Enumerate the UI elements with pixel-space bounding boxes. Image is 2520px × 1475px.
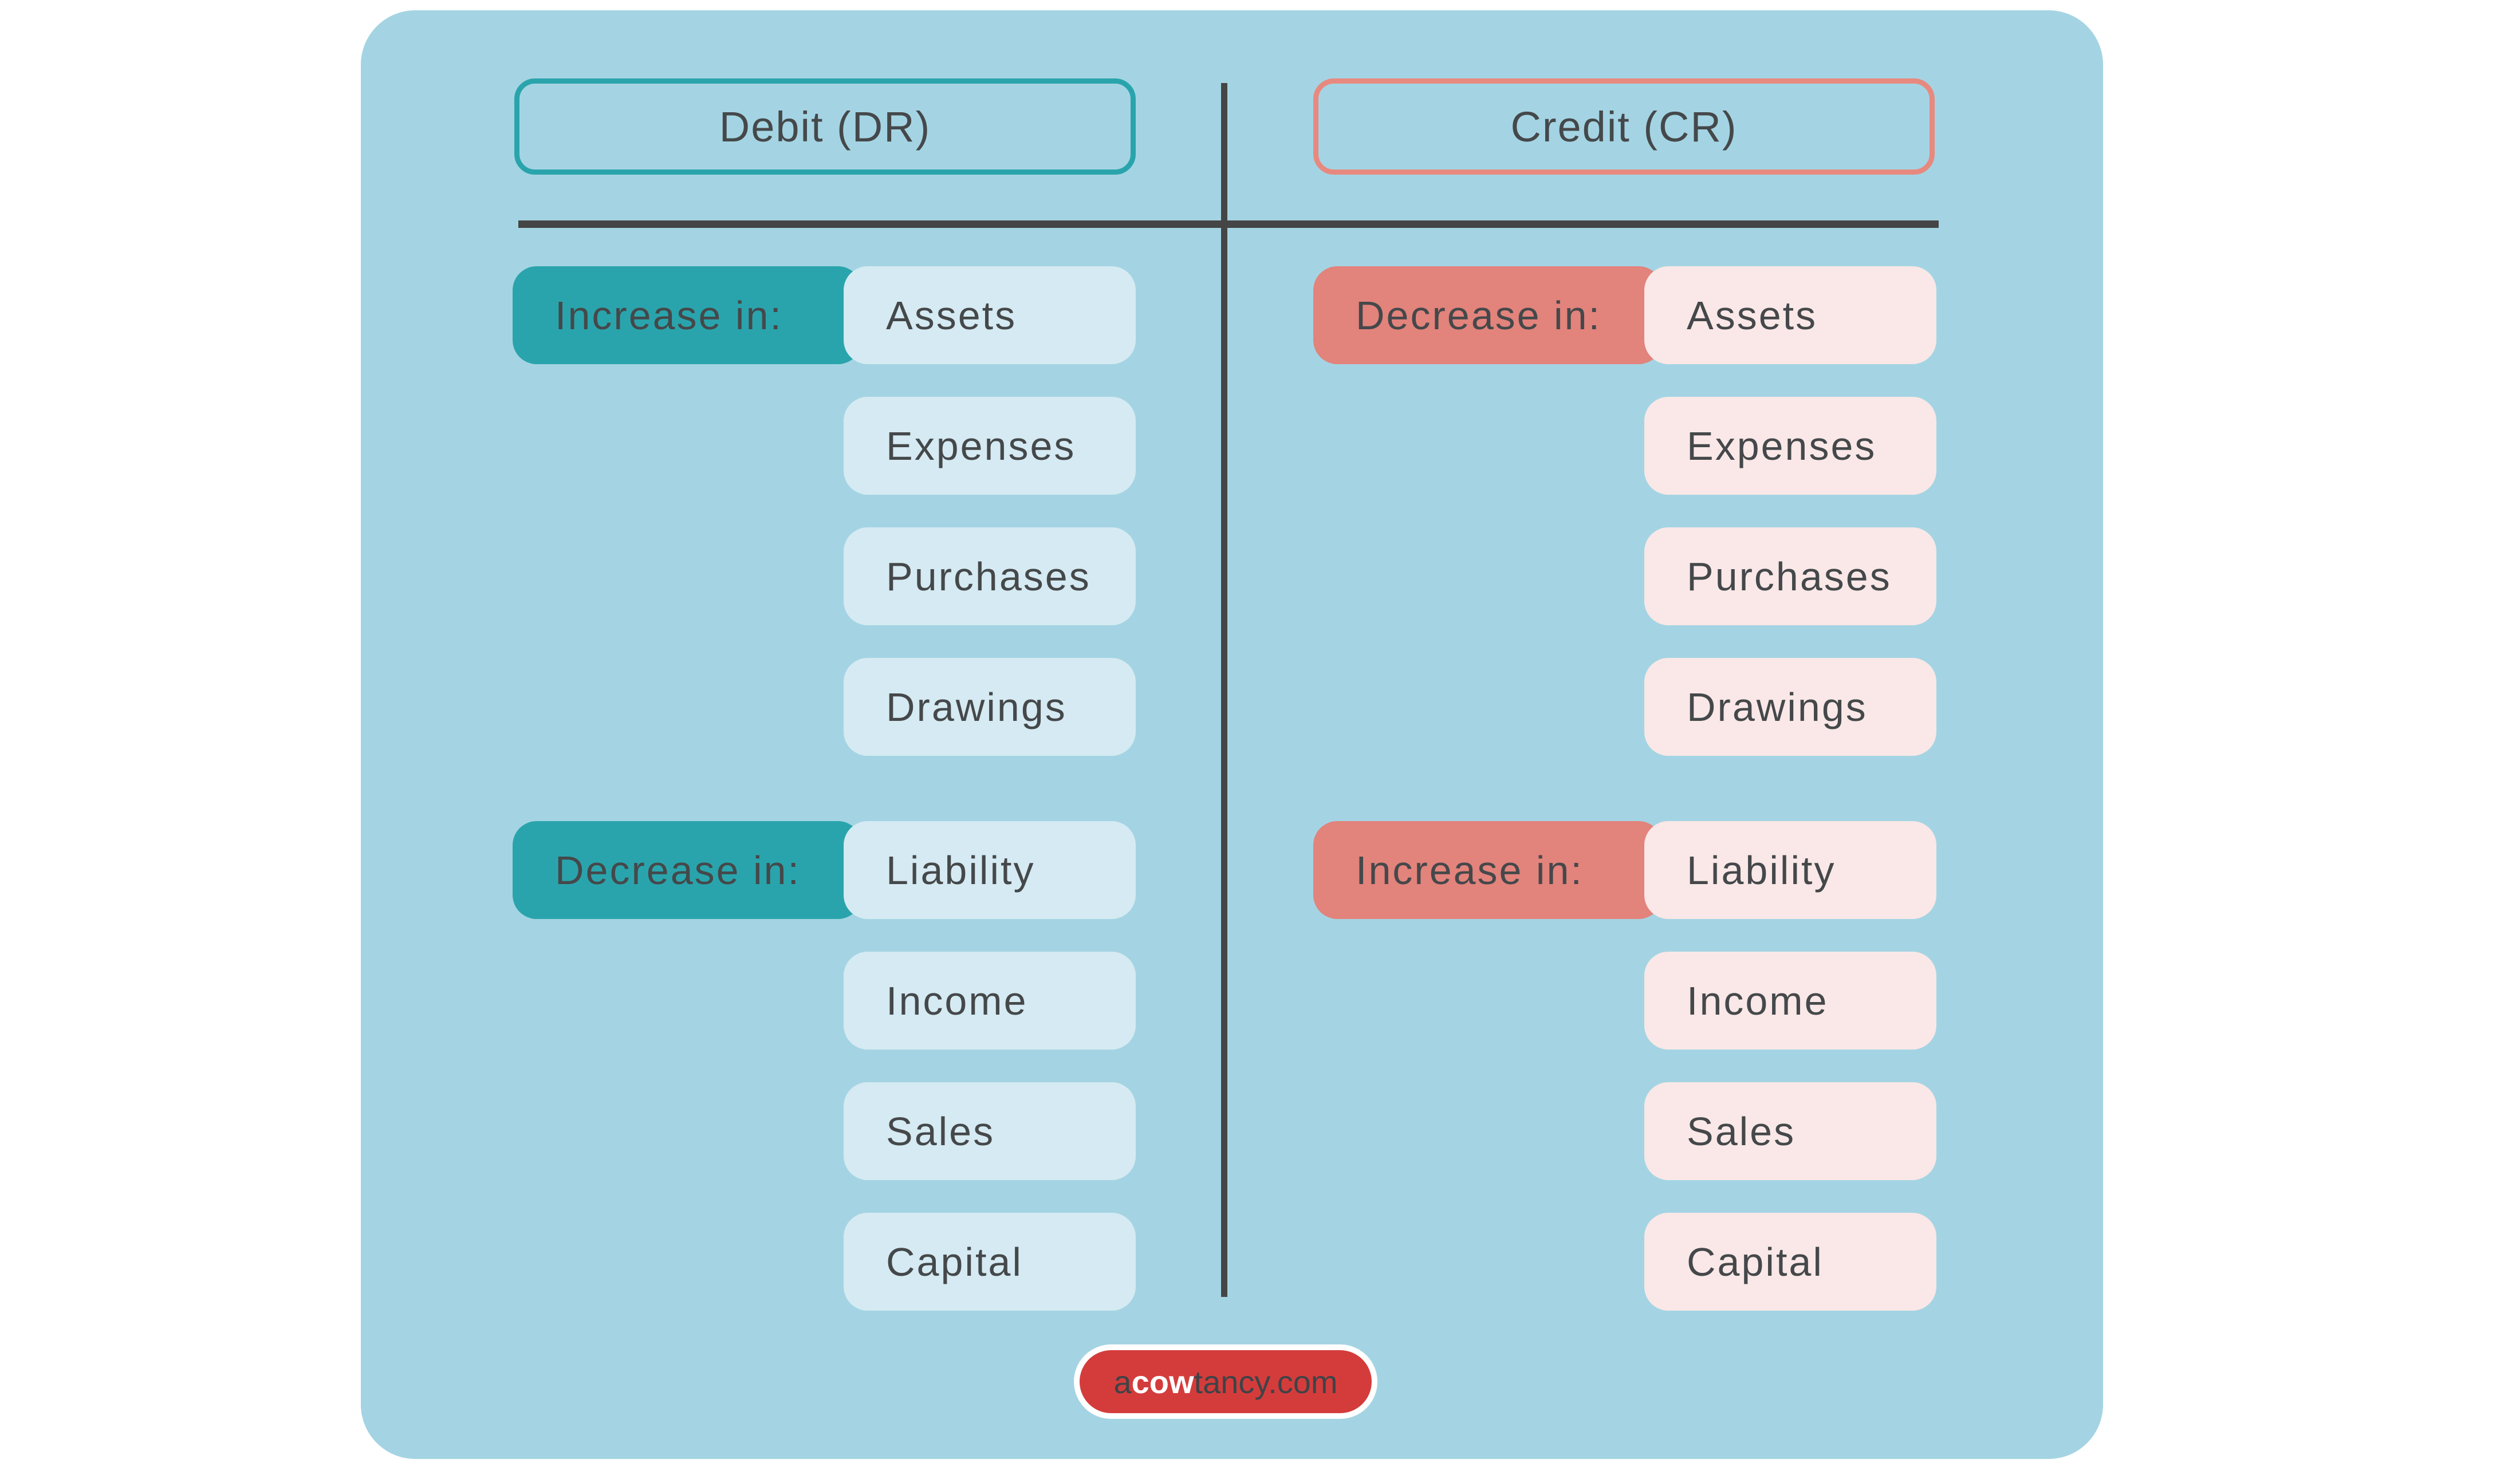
debit-item-assets: Assets [844,266,1136,364]
credit-increase-badge: Increase in: [1313,821,1663,919]
debit-item-sales: Sales [844,1082,1136,1180]
debit-item-liability: Liability [844,821,1136,919]
debit-item-income: Income [844,952,1136,1050]
credit-item-sales: Sales [1644,1082,1936,1180]
footer-prefix: a [1113,1363,1132,1400]
credit-item-liability: Liability [1644,821,1936,919]
column-divider-line [1221,83,1227,1297]
header-underline [518,220,1939,228]
credit-item-assets: Assets [1644,266,1936,364]
debit-item-drawings: Drawings [844,658,1136,756]
credit-decrease-badge: Decrease in: [1313,266,1663,364]
debit-decrease-badge: Decrease in: [513,821,862,919]
debit-header-box: Debit (DR) [514,78,1136,175]
credit-header-label: Credit (CR) [1510,102,1738,151]
debit-header-label: Debit (DR) [719,102,931,151]
credit-item-expenses: Expenses [1644,397,1936,495]
debit-increase-badge: Increase in: [513,266,862,364]
debit-item-purchases: Purchases [844,527,1136,625]
credit-item-purchases: Purchases [1644,527,1936,625]
credit-item-drawings: Drawings [1644,658,1936,756]
footer-suffix: tancy.com [1194,1363,1338,1400]
debit-item-capital: Capital [844,1213,1136,1311]
debit-item-expenses: Expenses [844,397,1136,495]
footer-brand: cow [1131,1363,1194,1400]
credit-item-income: Income [1644,952,1936,1050]
credit-header-box: Credit (CR) [1313,78,1935,175]
credit-item-capital: Capital [1644,1213,1936,1311]
